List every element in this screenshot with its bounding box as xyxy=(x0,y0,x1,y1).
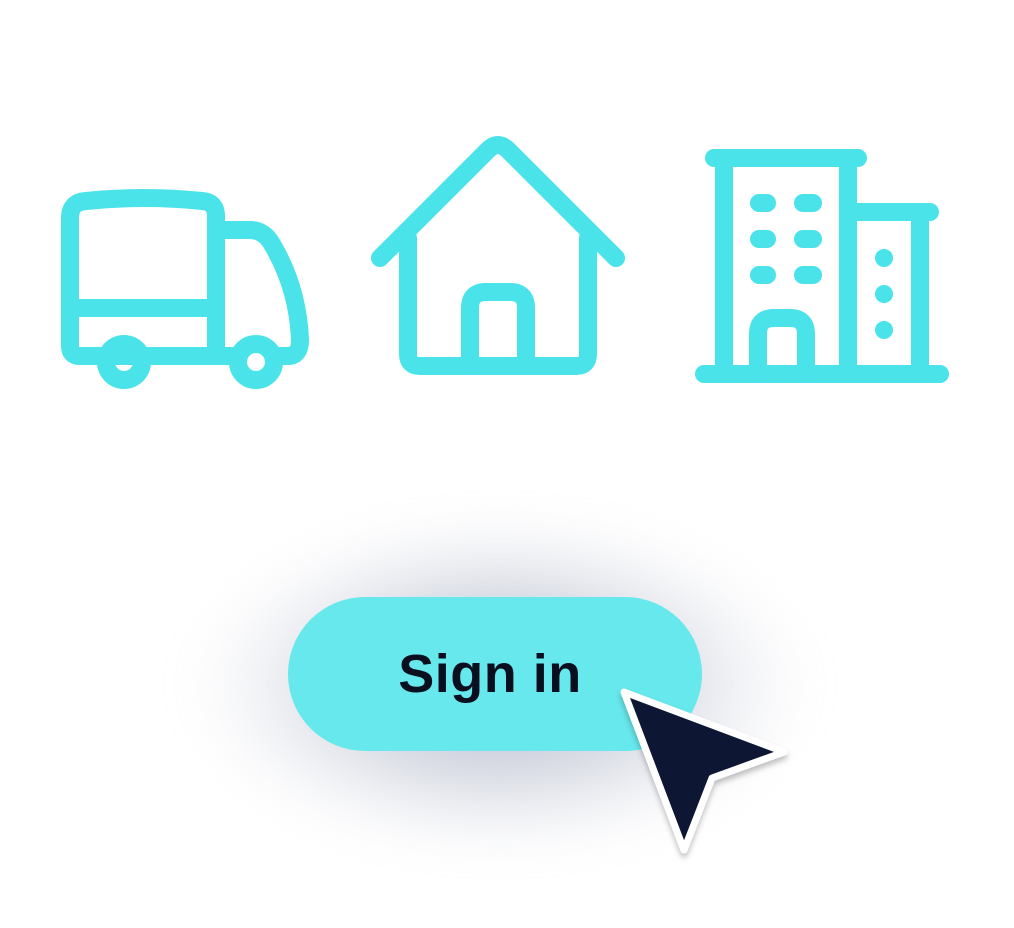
sign-in-label: Sign in xyxy=(398,644,582,704)
sign-in-button[interactable]: Sign in xyxy=(288,597,702,751)
building-icon xyxy=(695,149,949,383)
truck-icon xyxy=(61,189,309,389)
house-icon xyxy=(371,136,625,375)
mouse-pointer-icon xyxy=(620,688,788,854)
icon-row xyxy=(0,0,1014,420)
